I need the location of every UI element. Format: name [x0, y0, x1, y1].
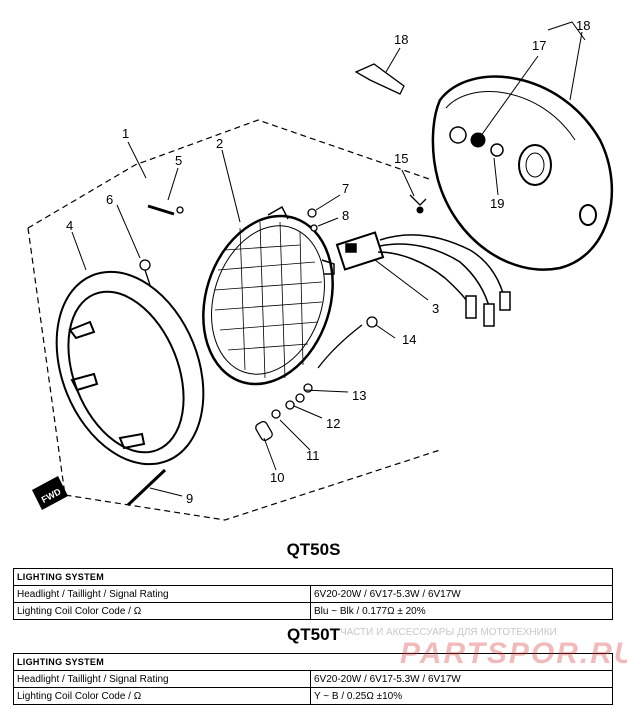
row-value: 6V20-20W / 6V17-5.3W / 6V17W — [310, 670, 613, 688]
headlight-exploded-diagram: FWD — [27, 18, 613, 521]
callout-5: 5 — [175, 153, 182, 168]
socket-wiring — [335, 231, 511, 327]
table-header-row: LIGHTING SYSTEM — [13, 653, 613, 671]
callout-15: 15 — [394, 151, 408, 166]
small-hardware — [126, 63, 427, 507]
table-header-cell: LIGHTING SYSTEM — [13, 568, 613, 586]
row-label: Headlight / Taillight / Signal Rating — [13, 585, 311, 603]
callout-11: 11 — [306, 448, 320, 463]
spec-table-qt50t: LIGHTING SYSTEM Headlight / Taillight / … — [13, 653, 613, 705]
callout-9: 9 — [186, 491, 193, 506]
callout-18-screw: 18 — [394, 32, 408, 47]
row-label: Headlight / Taillight / Signal Rating — [13, 670, 311, 688]
model-title-qt50s: QT50S — [286, 540, 341, 559]
callout-6: 6 — [106, 192, 113, 207]
row-value: Y ~ B / 0.25Ω ±10% — [310, 687, 613, 705]
table-row: Headlight / Taillight / Signal Rating 6V… — [13, 585, 613, 603]
table-row: Lighting Coil Color Code / Ω Y ~ B / 0.2… — [13, 687, 613, 705]
headlight-body — [416, 75, 613, 271]
assembly-boundary — [27, 119, 441, 521]
callout-18-body: 18 — [576, 18, 590, 33]
spec-table-qt50s: LIGHTING SYSTEM Headlight / Taillight / … — [13, 568, 613, 620]
callout-17: 17 — [532, 38, 546, 53]
callout-19: 19 — [490, 196, 504, 211]
table-header-cell: LIGHTING SYSTEM — [13, 653, 613, 671]
callout-10: 10 — [270, 470, 284, 485]
callout-1: 1 — [122, 126, 129, 141]
table-row: Lighting Coil Color Code / Ω Blu ~ Blk /… — [13, 602, 613, 620]
headlight-rim — [55, 270, 205, 466]
callout-14: 14 — [402, 332, 416, 347]
sealed-beam-unit — [202, 205, 335, 386]
callout-4: 4 — [66, 218, 73, 233]
callout-labels: 1 2 3 4 5 6 7 8 9 10 11 12 13 14 15 17 1… — [66, 18, 590, 506]
row-label: Lighting Coil Color Code / Ω — [13, 602, 311, 620]
callout-13: 13 — [352, 388, 366, 403]
fwd-tag: FWD — [32, 476, 68, 510]
row-label: Lighting Coil Color Code / Ω — [13, 687, 311, 705]
table-header-row: LIGHTING SYSTEM — [13, 568, 613, 586]
row-value: 6V20-20W / 6V17-5.3W / 6V17W — [310, 585, 613, 603]
callout-12: 12 — [326, 416, 340, 431]
row-value: Blu ~ Blk / 0.177Ω ± 20% — [310, 602, 613, 620]
callout-3: 3 — [432, 301, 439, 316]
callout-8: 8 — [342, 208, 349, 223]
callout-7: 7 — [342, 181, 349, 196]
table-row: Headlight / Taillight / Signal Rating 6V… — [13, 670, 613, 688]
callout-2: 2 — [216, 136, 223, 151]
model-title-qt50t: QT50T — [287, 625, 340, 644]
leader-lines — [71, 21, 586, 497]
